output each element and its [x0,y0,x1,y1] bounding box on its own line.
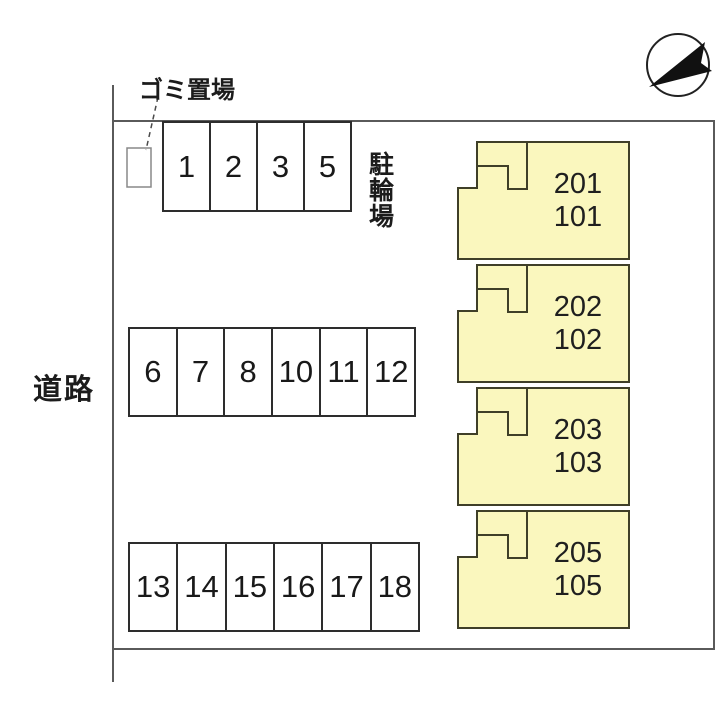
parking-stall: 16 [275,544,324,630]
parking-stall: 2 [211,123,258,210]
parking-stall: 18 [377,569,413,604]
unit-outline [457,387,630,506]
site-boundary [112,85,715,682]
parking-stall: 14 [178,544,227,630]
parking-stall: 17 [323,544,372,630]
bicycle-parking-label: 駐輪場 [365,150,394,229]
unit-label: 203 103 [527,414,629,480]
unit-entrance-lines [477,388,528,436]
unit-outline [457,141,630,260]
parking-stall: 3 [258,123,305,210]
unit-entrance-lines [477,265,528,313]
parking-stall: 15 [227,544,275,630]
unit-label: 205 105 [527,537,629,603]
parking-stall: 6 [130,329,178,415]
unit-number-upper: 202 [553,291,603,323]
parking-row-3: 13 14 15 16 17 18 [128,542,420,632]
unit-label: 202 102 [527,291,629,357]
parking-row-2: 6 7 8 10 11 12 [128,327,416,417]
building-unit-201-101 [457,141,630,260]
parking-stall: 12 [373,354,409,389]
unit-number-upper: 201 [553,168,603,200]
building-unit-205-105 [457,510,630,629]
parking-stall: 5 [318,148,337,184]
unit-entrance-lines [477,142,528,190]
parking-stall: 10 [273,329,321,415]
unit-label: 201 101 [527,168,629,234]
unit-number-lower: 102 [553,324,603,356]
garbage-leader-line [145,96,159,151]
parking-stall: 11 [321,329,369,415]
unit-number-upper: 205 [553,537,603,569]
building-unit-202-102 [457,264,630,383]
unit-number-lower: 103 [553,447,603,479]
unit-outline [457,510,630,629]
unit-number-upper: 203 [553,414,603,446]
garbage-area-label: ゴミ置場 [139,77,235,104]
parking-row-1: 1 2 3 5 [162,121,352,212]
building-units [457,141,630,629]
north-arrow-icon [646,33,712,97]
parking-stall: 8 [225,329,274,415]
garbage-area-box [126,147,152,188]
north-arrow-triangle [649,42,712,87]
parking-stall: 13 [130,544,179,630]
unit-number-lower: 101 [553,201,603,233]
unit-number-lower: 105 [553,570,603,602]
unit-outline [457,264,630,383]
unit-entrance-lines [477,511,528,559]
building-unit-203-103 [457,387,630,506]
parking-stall: 1 [164,123,211,210]
road-label: 道路 [33,374,96,406]
parking-stall: 7 [178,329,226,415]
